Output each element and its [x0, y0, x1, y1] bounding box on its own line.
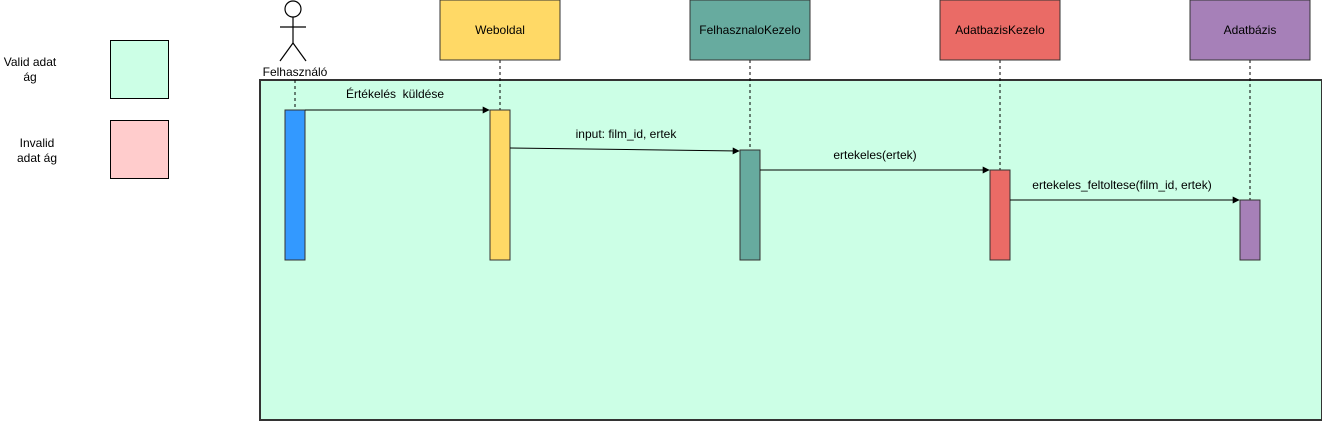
activation-weboldal	[489, 109, 511, 261]
actor-icon	[279, 0, 307, 62]
svg-text:Adatbázis: Adatbázis	[1224, 23, 1277, 37]
participant-adatbaziskezelo: AdatbazisKezelo	[939, 0, 1061, 61]
legend-invalid-label: Invalid adat ág	[16, 136, 58, 165]
participant-adatbazis: Adatbázis	[1189, 0, 1311, 61]
activation-actor	[284, 109, 306, 261]
participant-weboldal: Weboldal	[439, 0, 561, 61]
message-label-3: ertekeles(ertek)	[833, 148, 916, 162]
actor-label: Felhasználó	[263, 65, 328, 79]
svg-text:FelhasznaloKezelo: FelhasznaloKezelo	[699, 23, 801, 37]
message-label-4: ertekeles_feltoltese(film_id, ertek)	[1032, 178, 1211, 192]
legend-valid-swatch	[110, 40, 169, 99]
participant-felhasznalokezelo: FelhasznaloKezelo	[689, 0, 811, 61]
legend-invalid-swatch	[110, 120, 169, 179]
valid-branch-region	[259, 79, 1322, 421]
message-label-2: input: film_id, ertek	[576, 127, 678, 141]
activation-felhasznalokezelo	[739, 149, 761, 261]
message-arrow-2	[509, 147, 740, 155]
activation-adatbazis	[1239, 199, 1261, 261]
message-label-1: Értékelés küldése	[346, 86, 444, 101]
legend-valid-label: Valid adat ág	[3, 55, 57, 84]
activation-adatbaziskezelo	[989, 169, 1011, 261]
svg-text:Weboldal: Weboldal	[475, 23, 525, 37]
svg-text:AdatbazisKezelo: AdatbazisKezelo	[955, 23, 1045, 37]
